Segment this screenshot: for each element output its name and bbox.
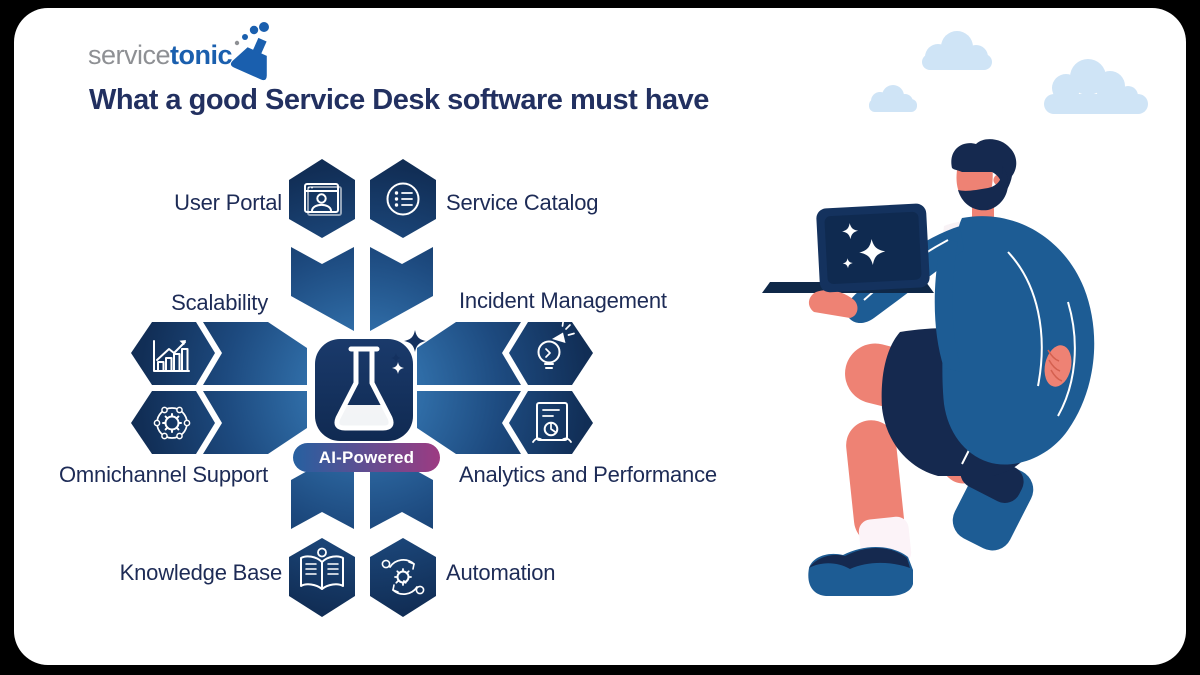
sparkle-icon (404, 330, 426, 352)
arm-omnichannel-support (131, 391, 307, 454)
hand (808, 290, 858, 318)
service-catalog-icon (386, 182, 420, 216)
laptop-illustration (762, 203, 934, 318)
omnichannel-support-icon (153, 406, 191, 440)
user-portal-icon (304, 183, 342, 216)
automation-icon (381, 559, 425, 595)
arm-user-portal (289, 159, 355, 331)
flask-logo-icon (230, 22, 269, 81)
logo-prefix: service (88, 40, 171, 70)
sparkle-icon (842, 258, 853, 269)
label-automation: Automation (446, 560, 556, 585)
logo-suffix: tonic (170, 40, 233, 70)
sparkle-icon (859, 239, 886, 265)
cloud-icon (869, 85, 917, 112)
arm-incident-management (417, 322, 593, 385)
label-omnichannel-support: Omnichannel Support (59, 462, 268, 487)
ai-powered-badge: AI-Powered (293, 443, 440, 472)
clouds (869, 31, 1148, 114)
flask-icon (334, 346, 404, 431)
laptop-screen (816, 203, 930, 293)
calf (846, 420, 904, 545)
arm-service-catalog (370, 159, 436, 331)
knowledge-base-icon (300, 547, 344, 590)
head (951, 139, 1017, 211)
cloud-icon (922, 31, 992, 70)
label-service-catalog: Service Catalog (446, 190, 599, 215)
beard (958, 166, 1008, 211)
label-incident-management: Incident Management (459, 288, 667, 313)
incident-management-icon (537, 319, 575, 369)
hex-diagram (131, 159, 593, 617)
sparkle-icon (842, 223, 859, 240)
label-scalability: Scalability (171, 290, 268, 315)
hair (951, 139, 1017, 196)
label-user-portal: User Portal (174, 190, 282, 215)
servicetonic-logo: servicetonic (88, 40, 233, 70)
sparkle-icon (392, 362, 404, 374)
arm-scalability (131, 322, 307, 385)
cloud-icon (1044, 59, 1148, 114)
label-analytics-performance: Analytics and Performance (459, 462, 717, 487)
person-illustration (762, 139, 1095, 596)
page-title: What a good Service Desk software must h… (89, 84, 709, 116)
scalability-icon (153, 340, 190, 372)
sparkle-icon (391, 353, 401, 363)
label-knowledge-base: Knowledge Base (119, 560, 283, 585)
analytics-performance-icon (532, 402, 572, 443)
